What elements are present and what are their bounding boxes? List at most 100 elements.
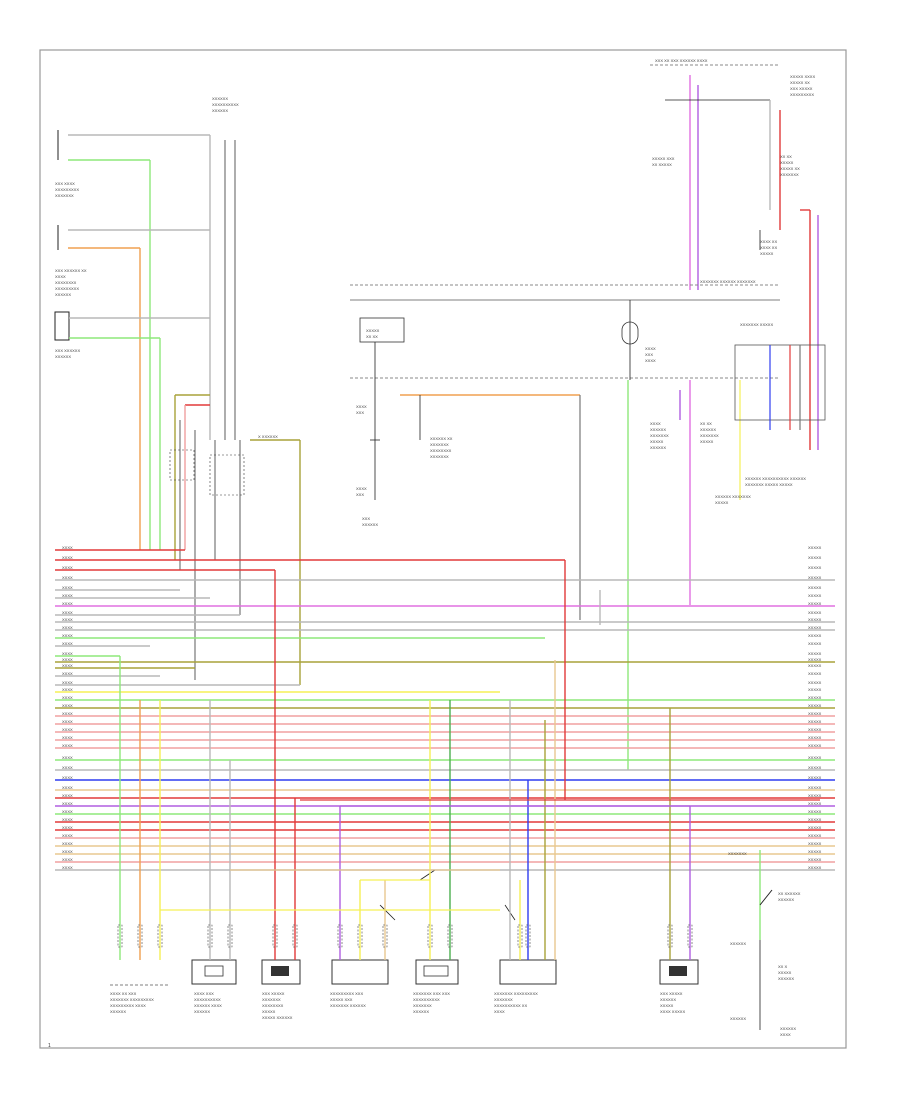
wire-code: XXXXX: [808, 865, 822, 870]
wire-code: XXXXX: [808, 727, 822, 732]
svg-text:XX X: XX X: [778, 964, 787, 969]
svg-text:XXXXXXX XXXXX: XXXXXXX XXXXX: [740, 322, 773, 327]
wire-code: XXXX: [62, 817, 73, 822]
svg-text:XXXXXXX: XXXXXXX: [650, 433, 669, 438]
svg-text:XXXXXXXXXX: XXXXXXXXXX: [212, 102, 239, 107]
wire-code: XXXXX: [808, 711, 822, 716]
wire-code: XXXX: [62, 765, 73, 770]
svg-text:XXXX: XXXX: [55, 274, 66, 279]
svg-text:XXXXX: XXXXX: [660, 1003, 674, 1008]
svg-text:XXXXXXXX: XXXXXXXX: [430, 448, 452, 453]
svg-text:XXXXXXX XXXXXXXXX: XXXXXXX XXXXXXXXX: [494, 991, 538, 996]
svg-text:XXXXXX: XXXXXX: [194, 1009, 210, 1014]
pin-tick-8: [357, 924, 363, 948]
svg-text:XXXXXXXXX: XXXXXXXXX: [55, 286, 79, 291]
wire-code: XXXXX: [808, 793, 822, 798]
svg-text:XXXXXX XXXX: XXXXXX XXXX: [194, 1003, 222, 1008]
svg-text:XXXXX XXXX: XXXXX XXXX: [790, 74, 815, 79]
wire-code: XXXX: [62, 793, 73, 798]
wire-code: XXXX: [62, 785, 73, 790]
wire-code: XXXX: [62, 651, 73, 656]
svg-text:XXXXXXXX: XXXXXXXX: [262, 1003, 284, 1008]
svg-text:XXXXX: XXXXX: [778, 970, 792, 975]
svg-text:XXX XXXX: XXX XXXX: [55, 181, 75, 186]
wire-code: XXXXX: [808, 585, 822, 590]
wire-code: XXXX: [62, 865, 73, 870]
svg-text:XXXXXX: XXXXXX: [650, 445, 666, 450]
svg-text:XXXXXXX XXXXXX XXXXXXX: XXXXXXX XXXXXX XXXXXXX: [700, 279, 756, 284]
wire-code: XXXX: [62, 801, 73, 806]
svg-text:XXXXXXX: XXXXXXX: [430, 442, 449, 447]
pin-tick-15: [687, 924, 693, 948]
wire-code: XXXXX: [808, 617, 822, 622]
svg-text:XXXXXXXXX XXXX: XXXXXXXXX XXXX: [110, 1003, 146, 1008]
wire-code: XXXXX: [808, 687, 822, 692]
pin-tick-6: [292, 924, 298, 948]
wire-code: XXXX: [62, 687, 73, 692]
svg-text:XXXXXXX: XXXXXXX: [430, 454, 449, 459]
svg-text:XXXX: XXXX: [650, 421, 661, 426]
svg-text:XXXXXXXXX: XXXXXXXXX: [790, 92, 814, 97]
svg-text:XXXXXXX XXX XXX: XXXXXXX XXX XXX: [413, 991, 450, 996]
svg-text:XXXXXX: XXXXXX: [212, 96, 228, 101]
wire-code: XXXXX: [808, 743, 822, 748]
wire-code: XXXX: [62, 593, 73, 598]
svg-text:XXXXXX: XXXXXX: [700, 427, 716, 432]
svg-text:XXXXXX: XXXXXX: [660, 997, 676, 1002]
wire-code: XXXXX: [808, 680, 822, 685]
svg-text:XX XX: XX XX: [780, 154, 792, 159]
wire-drops: [119, 560, 820, 960]
wire-code: XXXX: [62, 775, 73, 780]
wire-code: XXXX: [62, 825, 73, 830]
wire-code: XXXXX: [808, 625, 822, 630]
wire-code: XXXXX: [808, 735, 822, 740]
svg-text:XXXXXX: XXXXXX: [730, 941, 746, 946]
svg-text:XXXX: XXXX: [356, 404, 367, 409]
svg-text:XXXXXXXXXX: XXXXXXXXXX: [413, 997, 440, 1002]
wire-code: XXXXX: [808, 809, 822, 814]
svg-text:XXXX XX: XXXX XX: [760, 239, 777, 244]
svg-text:XXX XXXXXX XX: XXX XXXXXX XX: [55, 268, 87, 273]
svg-text:XXXXXXX: XXXXXXX: [262, 997, 281, 1002]
svg-text:XXXXX XXX: XXXXX XXX: [652, 156, 675, 161]
svg-text:XXXXXX: XXXXXX: [778, 897, 794, 902]
svg-text:XXX: XXX: [356, 492, 364, 497]
wire-code: XXXXX: [808, 610, 822, 615]
wire-code: XXXX: [62, 809, 73, 814]
svg-text:XXXXXXXX: XXXXXXXX: [55, 280, 77, 285]
pin-tick-12: [517, 924, 523, 948]
svg-text:XXX: XXX: [356, 410, 364, 415]
wire-code: XXXX: [62, 625, 73, 630]
svg-text:XXXXXXXXXX: XXXXXXXXXX: [194, 997, 221, 1002]
pin-tick-5: [272, 924, 278, 948]
svg-text:XXXXXX: XXXXXX: [55, 354, 71, 359]
svg-text:XXXX XXX: XXXX XXX: [194, 991, 214, 996]
svg-text:XXXXXXX: XXXXXXX: [780, 172, 799, 177]
svg-text:XXXXXXX: XXXXXXX: [494, 997, 513, 1002]
wire-code: XXXX: [62, 555, 73, 560]
wire-code: XXXXX: [808, 663, 822, 668]
svg-text:XX XXXXX: XX XXXXX: [652, 162, 672, 167]
svg-text:XXXX XX: XXXX XX: [760, 245, 777, 250]
wire-code: XXXXX: [808, 801, 822, 806]
wire-code: XXXXX: [808, 565, 822, 570]
connector-pins: [169, 449, 245, 496]
svg-text:XXXXXX XX: XXXXXX XX: [430, 436, 453, 441]
wire-code: XXXX: [62, 575, 73, 580]
wire-code: XXXX: [62, 565, 73, 570]
wire-code: XXXX: [62, 671, 73, 676]
svg-text:XXXXX XXX: XXXXX XXX: [330, 997, 353, 1002]
pin-tick-3: [207, 924, 213, 948]
svg-text:XXXXXXX: XXXXXXX: [728, 851, 747, 856]
wire-code: XXXX: [62, 735, 73, 740]
pin-tick-7: [337, 924, 343, 948]
wire-code: XXXXX: [808, 651, 822, 656]
wire-code: XXXX: [62, 703, 73, 708]
wire-code: XXXX: [62, 641, 73, 646]
wire-code: XXXX: [62, 711, 73, 716]
